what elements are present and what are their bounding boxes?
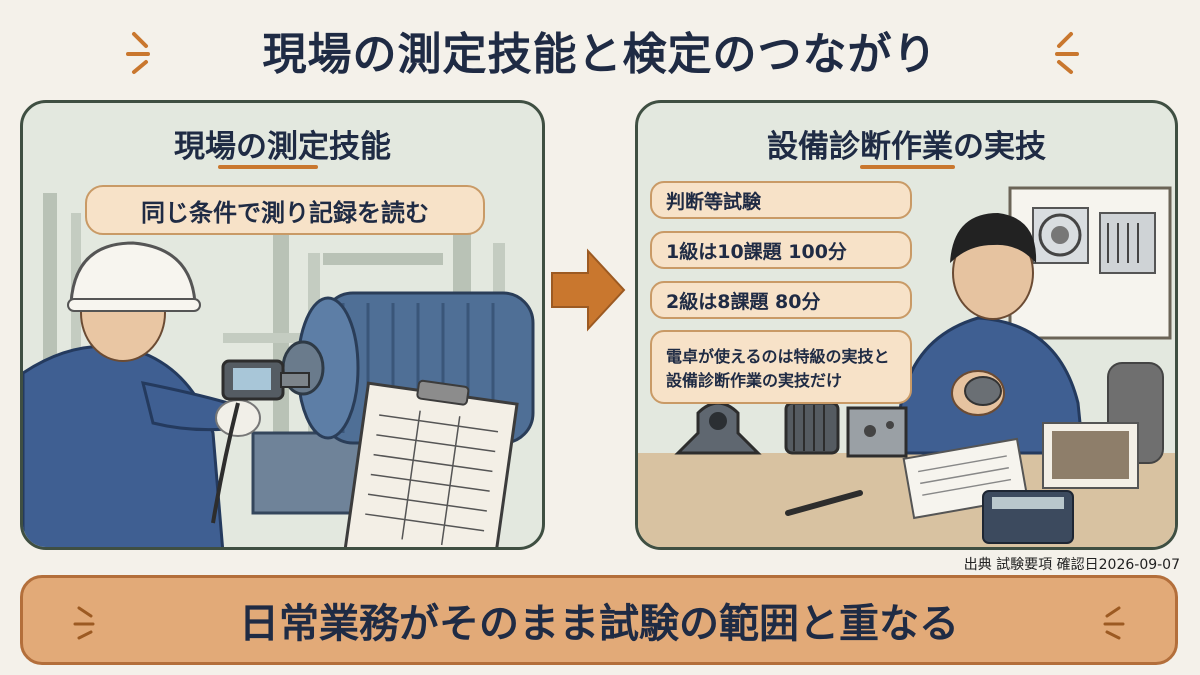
left-panel-bubble: 同じ条件で測り記録を読む [85,185,485,235]
right-item-3-text: 2級は8課題 80分 [666,290,821,313]
right-item-2-text: 1級は10課題 100分 [666,240,847,263]
banner-spark-left-icon [73,606,95,640]
right-panel: 設備診断作業の実技 判断等試験 1級は10課題 100分 2級は8課題 80分 … [635,100,1178,550]
right-item-1-text: 判断等試験 [666,190,762,213]
page-title: 現場の測定技能と検定のつながり [262,29,938,80]
right-note-line2: 設備診断作業の実技だけ [666,371,843,390]
left-title-underline [218,165,318,169]
right-item-3: 2級は8課題 80分 [650,281,912,319]
right-title-underline [860,165,955,169]
right-note-line1: 電卓が使えるのは特級の実技と [666,347,890,366]
right-item-1: 判断等試験 [650,181,912,219]
left-panel-title: 現場の測定技能 [174,129,391,165]
right-item-2: 1級は10課題 100分 [650,231,912,269]
left-panel: 現場の測定技能 同じ条件で測り記録を読む [20,100,545,550]
field-measurement-illustration [23,193,535,547]
summary-banner: 日常業務がそのまま試験の範囲と重なる [20,575,1178,665]
banner-spark-right-icon [1103,606,1125,640]
source-note: 出典 試験要項 確認日2026-09-07 [963,557,1180,573]
right-note: 電卓が使えるのは特級の実技と 設備診断作業の実技だけ [650,330,912,404]
arrow-right-icon [551,248,626,332]
title-spark-right-icon [1055,32,1079,74]
left-panel-bubble-text: 同じ条件で測り記録を読む [141,198,429,227]
right-panel-title: 設備診断作業の実技 [767,129,1046,165]
title-spark-left-icon [126,32,150,74]
equipment-diagnosis-illustration [638,186,1175,547]
summary-banner-text: 日常業務がそのまま試験の範囲と重なる [239,601,959,647]
